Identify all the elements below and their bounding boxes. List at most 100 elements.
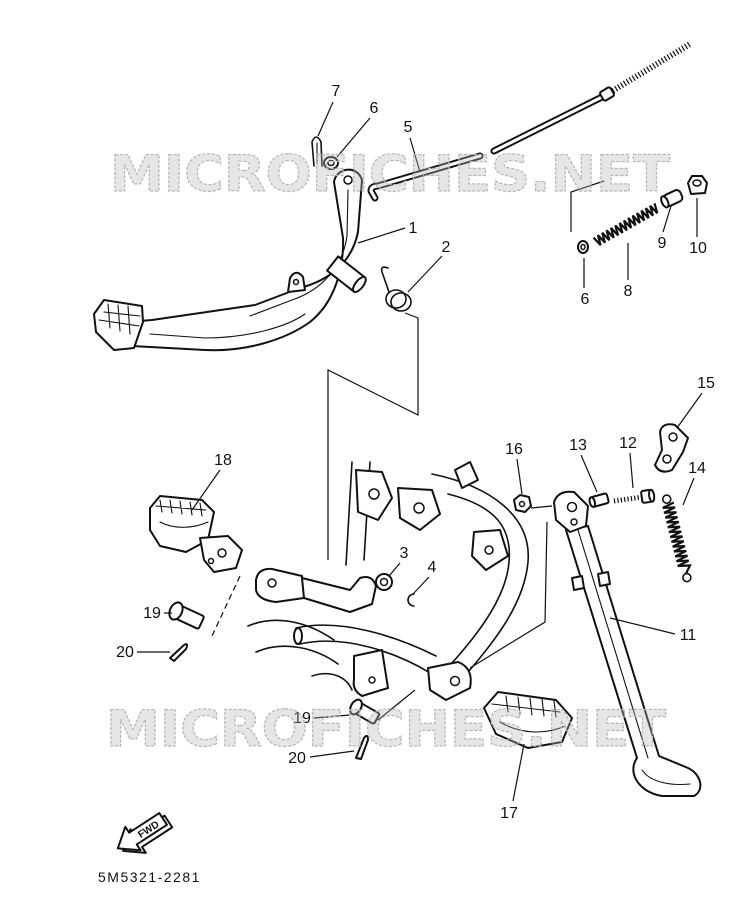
- frame-tube-inner: [439, 493, 511, 677]
- callout-6: 6: [370, 100, 379, 117]
- right-footrest: [483, 691, 573, 749]
- drawing-code: 5M5321-2281: [98, 869, 201, 885]
- brake-rod-rear-core: [492, 95, 604, 153]
- brake-rod-joint: [660, 189, 684, 209]
- spring-lug-left: [571, 575, 585, 591]
- engine-outline-a: [247, 619, 335, 641]
- nut-bore: [692, 179, 702, 187]
- lower-frame-bracket: [352, 649, 389, 697]
- callout-5: 5: [404, 119, 413, 136]
- leader-line: [580, 454, 598, 493]
- stand-bolt: [613, 488, 656, 504]
- plate-hole-lower: [662, 454, 672, 464]
- cotter-pin-body: [355, 734, 369, 760]
- pedal-to-frame-line: [327, 312, 419, 560]
- cotter-pin-loop: [311, 136, 323, 167]
- brake-pedal-lower-edge: [149, 313, 306, 339]
- spring-plate-body: [654, 423, 689, 473]
- left-footrest-mount: [255, 567, 305, 603]
- spring-coil: [662, 501, 692, 575]
- spring-hook: [380, 266, 390, 293]
- side-stand-foot-edge: [641, 769, 691, 786]
- frame-washer: [375, 573, 393, 591]
- stand-pivot-line: [530, 505, 553, 509]
- callout-8: 8: [624, 283, 633, 300]
- right-pin-line: [377, 689, 416, 721]
- bracket-hole: [368, 488, 380, 500]
- stop-hole: [570, 518, 578, 526]
- spring-coil: [592, 202, 659, 246]
- brake-rod-thread: [602, 41, 692, 99]
- footrest-shaft-upper: [295, 624, 437, 657]
- clevis-hole-small: [207, 557, 215, 565]
- brake-rod-front-core: [369, 154, 482, 200]
- stand-to-frame-line: [469, 521, 548, 669]
- spring-coil-b: [390, 292, 412, 312]
- leader-line: [676, 392, 703, 429]
- callout-13: 13: [569, 437, 587, 454]
- frame-bracket-top-right: [454, 461, 479, 489]
- pin-head: [349, 698, 363, 716]
- leader-line: [412, 576, 430, 595]
- left-footrest: [149, 495, 243, 573]
- circlip: [407, 593, 415, 607]
- leader-line: [662, 205, 672, 233]
- leader-line: [388, 562, 401, 577]
- washer-rod-end: [577, 240, 589, 254]
- frame-tube-outer: [431, 473, 529, 691]
- stand-spring: [661, 494, 692, 583]
- spring-hook-bottom: [682, 572, 692, 583]
- side-stand-leg-edge: [577, 529, 649, 759]
- side-stand: [553, 490, 702, 797]
- leader-line: [309, 750, 355, 758]
- leader-line: [516, 458, 523, 495]
- brake-rod-adjust-nut: [687, 175, 708, 195]
- pin-head: [168, 601, 184, 621]
- watermark-lower: MICROFICHES.NET: [106, 700, 666, 758]
- footrest-pin-right: [349, 698, 381, 725]
- washer-upper: [323, 156, 339, 170]
- foot-pad-serrations: [98, 303, 141, 335]
- joint-end: [660, 195, 670, 209]
- callout-11: 11: [680, 627, 697, 644]
- leader-line: [407, 255, 443, 293]
- callout-1: 1: [409, 220, 418, 237]
- leader-line: [313, 714, 351, 719]
- leader-line: [409, 137, 421, 173]
- left-footrest-line: [211, 575, 241, 637]
- watermark-upper: MICROFICHES.NET: [110, 145, 670, 203]
- side-stand-leg: [565, 525, 702, 797]
- brake-pedal-rib: [249, 189, 349, 317]
- spring-hook-top: [661, 494, 672, 504]
- cotter-pin-left: [169, 643, 189, 662]
- brake-pedal-pivot-boss: [326, 255, 367, 293]
- footrest-cross-bar: [301, 576, 377, 613]
- engine-outline-c: [311, 672, 353, 691]
- footrest-pin-left: [168, 601, 205, 630]
- collar-end: [588, 496, 597, 508]
- spring-lug-right: [597, 571, 611, 587]
- right-footrest-mount: [427, 661, 472, 701]
- brake-rod: [367, 41, 692, 202]
- watermark: MICROFICHES.NET MICROFICHES.NET: [105, 144, 670, 758]
- callout-10: 10: [689, 240, 707, 257]
- callout-3: 3: [400, 545, 409, 562]
- circlip-ring: [407, 593, 415, 607]
- leader-line: [336, 117, 371, 158]
- washer-hole: [327, 159, 335, 167]
- fwd-arrow-face: [116, 812, 168, 852]
- callout-20-right: 20: [288, 750, 306, 767]
- callouts: 7 6 5 1 2 6 8 9 10 15 18 16 13 12 14 3 4…: [116, 83, 715, 822]
- leader-line: [629, 452, 634, 489]
- leader-line: [609, 617, 676, 635]
- callout-15: 15: [697, 375, 715, 392]
- brake-rod-spring: [592, 202, 659, 246]
- pivot-hole: [566, 501, 578, 513]
- brake-pedal-rod-hole: [343, 175, 353, 185]
- washer-hole: [379, 577, 389, 587]
- spring-tab-hole: [292, 278, 300, 286]
- engine-outline-b: [255, 645, 339, 665]
- callout-2: 2: [442, 239, 451, 256]
- callout-19-left: 19: [143, 605, 161, 622]
- leader-line: [682, 477, 695, 506]
